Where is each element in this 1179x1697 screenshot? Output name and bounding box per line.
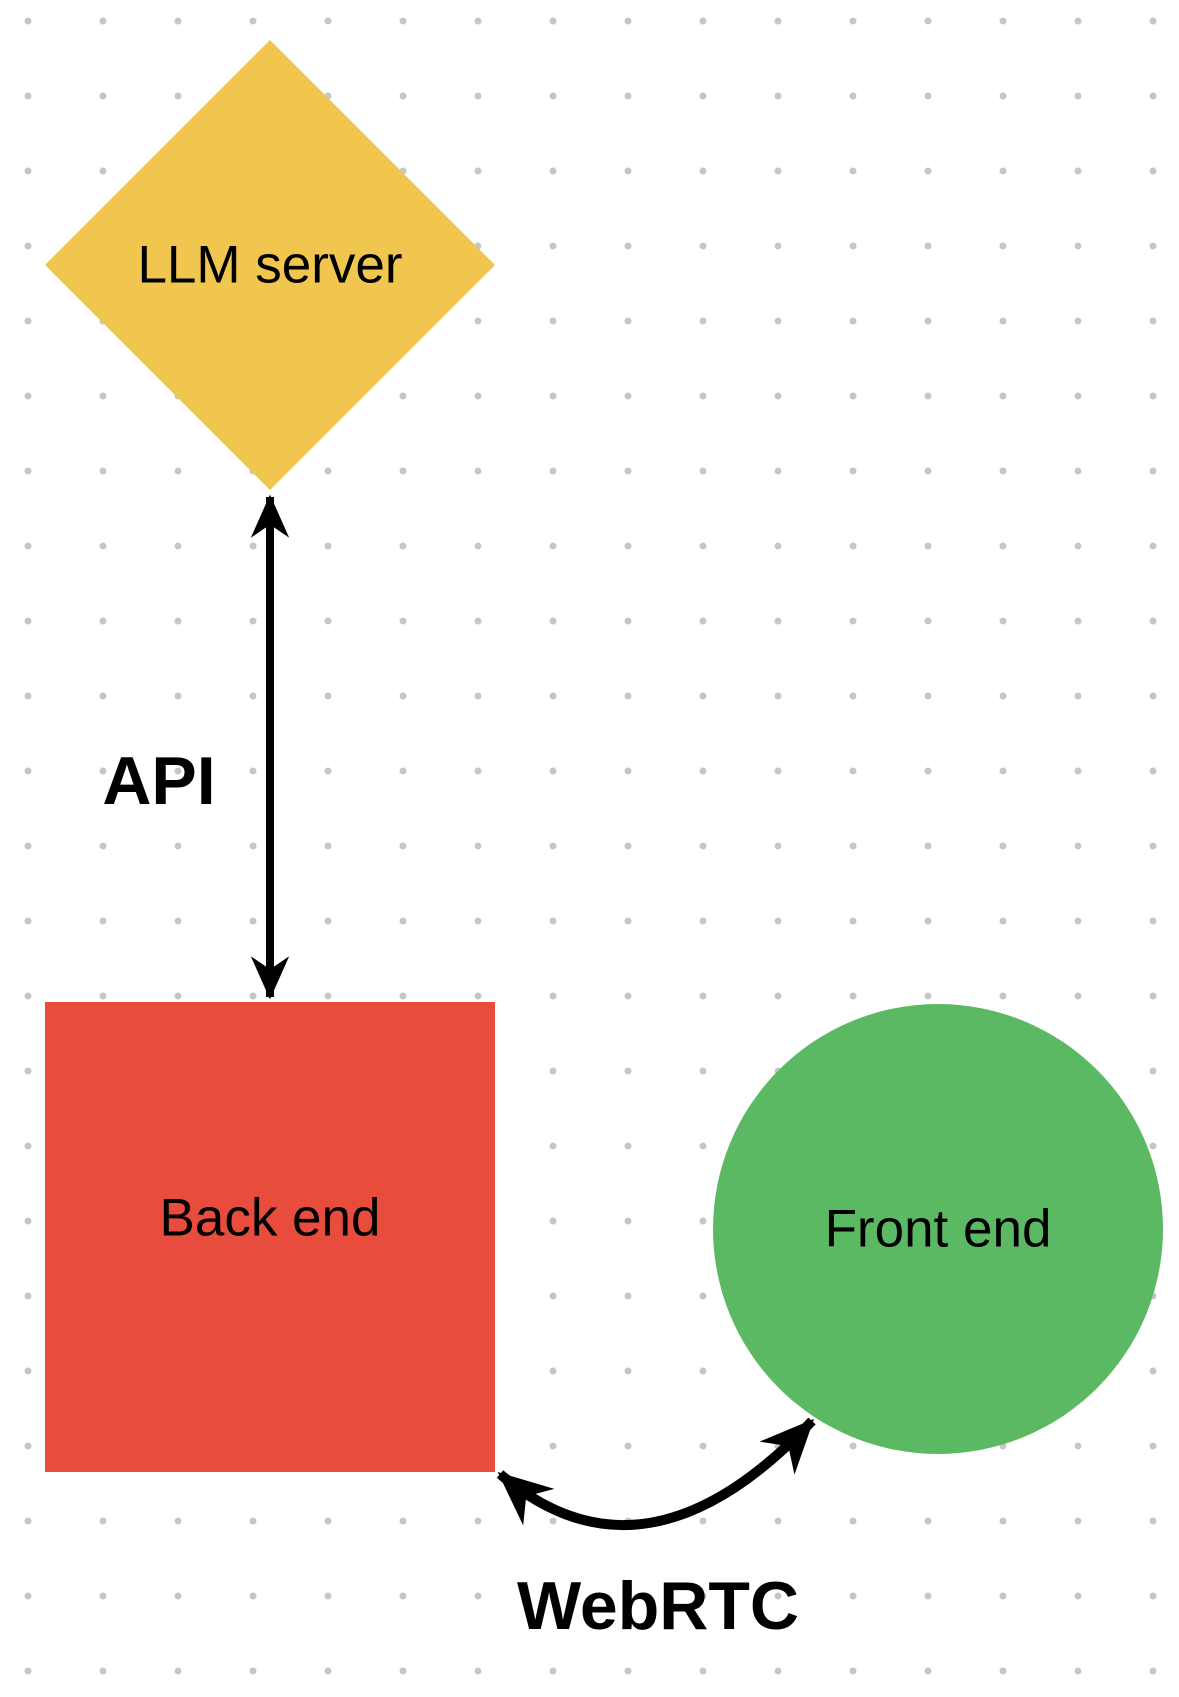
back-end-rectangle[interactable]	[45, 1002, 495, 1472]
front-end-label: Front end	[825, 1200, 1052, 1259]
edge-webrtc-label: WebRTC	[517, 1568, 799, 1644]
back-end-label: Back end	[160, 1189, 381, 1248]
llm-server-label: LLM server	[137, 236, 402, 295]
edge-api-label: API	[102, 743, 215, 819]
node-back-end[interactable]: Back end	[45, 1002, 495, 1472]
llm-server-diamond[interactable]	[45, 40, 495, 490]
node-front-end[interactable]: Front end	[713, 1004, 1163, 1454]
front-end-circle[interactable]	[713, 1004, 1163, 1454]
edge-webrtc-arrow[interactable]	[496, 1417, 816, 1531]
node-llm-server[interactable]: LLM server	[45, 40, 495, 490]
